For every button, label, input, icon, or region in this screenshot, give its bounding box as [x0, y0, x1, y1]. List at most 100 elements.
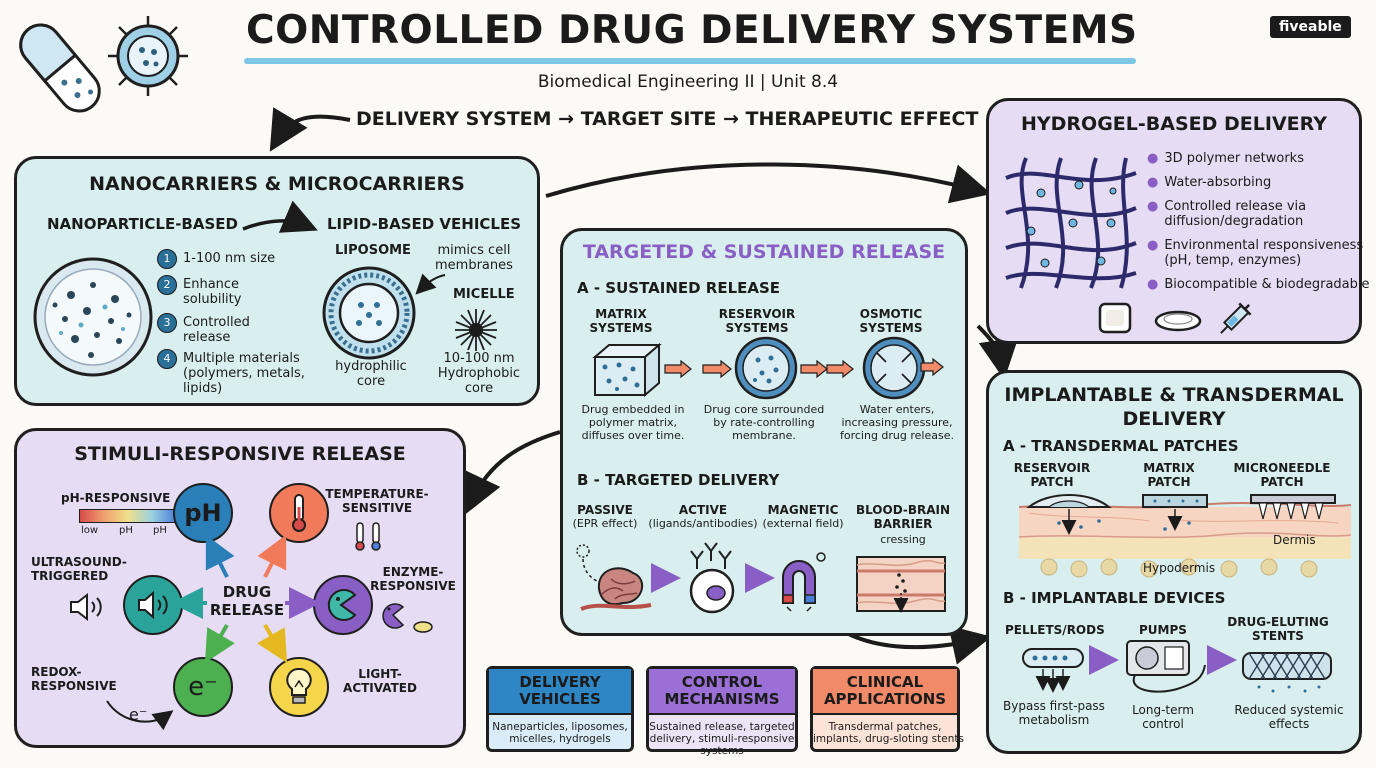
system-reservoir-name: RESERVOIR SYSTEMS: [718, 307, 796, 335]
device-pumps-desc: Long-term control: [1132, 703, 1194, 731]
stimuli-arrows: [171, 534, 321, 663]
liposome-icon: [322, 266, 416, 360]
ph-label: pH-RESPONSIVE: [61, 491, 171, 505]
stimuli-panel: STIMULI-RESPONSIVE RELEASE pH-RESPONSIVE…: [14, 428, 466, 748]
device-stents-name: DRUG-ELUTING STENTS: [1227, 615, 1329, 643]
hydrogel-bullets: ●3D polymer networks ●Water-absorbing ●C…: [1147, 151, 1370, 292]
nano-left-head: NANOPARTICLE-BASED: [47, 215, 238, 233]
polymer-network-icon: [1005, 157, 1137, 289]
release-arrows: [826, 359, 854, 379]
enzyme-badge: [313, 575, 373, 635]
stimuli-title: STIMULI-RESPONSIVE RELEASE: [74, 443, 406, 465]
target-bbb-sub: cressing: [880, 533, 926, 546]
speaker-icon: [138, 590, 168, 620]
redox-badge: e⁻: [173, 657, 233, 717]
nano-item-text: Multiple materials (polymers, metals, li…: [183, 351, 305, 396]
device-pellets-desc: Bypass first-pass metabolism: [1003, 699, 1105, 727]
reservoir-system-icon: [734, 336, 798, 400]
hydrogel-bullet: ●Biocompatible & biodegradable: [1147, 277, 1370, 292]
device-arrow: [1207, 645, 1237, 675]
ph-scale-mid: pH: [119, 525, 133, 536]
pacman-enzyme-icon: [327, 589, 357, 621]
redox-label: REDOX- RESPONSIVE: [31, 665, 117, 693]
pellet-rod-icon: [1022, 648, 1084, 693]
target-bbb-name: BLOOD-BRAIN BARRIER: [855, 503, 951, 531]
nano-item-text: Enhance solubility: [183, 277, 242, 307]
ph-icon-text: pH: [184, 499, 222, 527]
matrix-system-icon: [592, 342, 662, 398]
target-magnetic-sub: (external field): [762, 517, 844, 530]
micelle-icon: [455, 309, 497, 351]
hydrogel-bullet: ●Water-absorbing: [1147, 175, 1272, 190]
transdermal-head: A - TRANSDERMAL PATCHES: [1003, 437, 1239, 455]
page-title: CONTROLLED DRUG DELIVERY SYSTEMS: [246, 8, 1138, 53]
syringe-icon: [1220, 302, 1252, 334]
blood-brain-barrier-icon: [856, 556, 946, 613]
skin-cross-section: [1018, 494, 1352, 578]
legend-title: DELIVERY VEHICLES: [489, 669, 631, 715]
capsule-icon: [19, 23, 101, 113]
legend-body: Sustained release, targeted delivery, st…: [649, 721, 795, 757]
legend-body: Transdermal patches, implants, drug-slot…: [813, 721, 964, 745]
release-arrows: [664, 359, 732, 379]
ph-scale-high: pH: [153, 525, 167, 536]
targeted-title: TARGETED & SUSTAINED RELEASE: [582, 241, 946, 263]
implantable-head: B - IMPLANTABLE DEVICES: [1003, 589, 1226, 607]
target-arrow: [745, 563, 775, 593]
nano-item-number: 4: [157, 349, 177, 369]
liposome-pointer: [415, 273, 446, 295]
system-matrix-desc: Drug embedded in polymer matrix, diffuse…: [581, 403, 685, 442]
thermometer-icon: [292, 494, 306, 532]
device-arrow: [1089, 645, 1119, 675]
system-reservoir-desc: Drug core surrounded by rate-controlling…: [703, 403, 825, 442]
target-active-sub: (ligands/antibodies): [648, 517, 758, 530]
nano-item-text: Controlled release: [183, 315, 250, 345]
patch-reservoir: RESERVOIR PATCH: [1013, 461, 1091, 489]
nano-arrow: [242, 200, 318, 233]
micelle-label: MICELLE: [453, 287, 515, 302]
speaker-small-icon: [70, 592, 102, 622]
device-stents-desc: Reduced systemic effects: [1234, 703, 1344, 731]
drug-release-center: DRUG RELEASE: [209, 583, 285, 619]
target-passive-sub: (EPR effect): [572, 517, 638, 530]
legend-clinical-applications: CLINICAL APPLICATIONS Transdermal patche…: [810, 666, 964, 752]
target-magnetic-name: MAGNETIC: [767, 503, 839, 517]
targeted-head: B - TARGETED DELIVERY: [577, 471, 780, 489]
patch-microneedle: MICRONEEDLE PATCH: [1233, 461, 1331, 489]
pump-icon: [1126, 640, 1206, 693]
thermometer-badge: [269, 483, 329, 543]
device-pumps-name: PUMPS: [1139, 623, 1187, 637]
ph-scale-low: low: [81, 525, 99, 536]
enzyme-small-icon: [382, 603, 433, 633]
nano-item-4: 4 Multiple materials (polymers, metals, …: [157, 349, 305, 396]
redox-icon-text: e⁻: [188, 672, 218, 702]
implant-panel: IMPLANTABLE & TRANSDERMAL DELIVERY A - T…: [986, 370, 1362, 754]
hydrogel-title: HYDROGEL-BASED DELIVERY: [1021, 113, 1327, 135]
nano-item-3: 3 Controlled release: [157, 313, 250, 345]
system-osmotic-name: OSMOTIC SYSTEMS: [859, 307, 923, 335]
nano-item-number: 1: [157, 249, 177, 269]
thermometer-small-icon: [355, 522, 381, 551]
hydrogel-bullet: ●Controlled release via diffusion/degrad…: [1147, 199, 1307, 229]
nano-item-1: 1 1-100 nm size: [157, 249, 275, 269]
legend-title: CONTROL MECHANISMS: [649, 669, 795, 715]
dermis-label: Dermis: [1273, 533, 1316, 547]
nano-item-2: 2 Enhance solubility: [157, 275, 241, 307]
hydrogel-bullet: ●Environmental responsiveness (pH, temp,…: [1147, 238, 1364, 268]
target-active-name: ACTIVE: [678, 503, 728, 517]
nano-item-number: 3: [157, 313, 177, 333]
liposome-core-label: hydrophilic core: [335, 359, 407, 389]
brand-logo: fiveable: [1270, 16, 1351, 38]
hydrogel-pad-icon: [1098, 302, 1132, 334]
implant-title: IMPLANTABLE & TRANSDERMAL DELIVERY: [1004, 384, 1344, 430]
release-arrows: [800, 359, 828, 379]
magnet-icon: [782, 552, 826, 612]
nano-item-text: 1-100 nm size: [183, 251, 276, 266]
liposome-label: LIPOSOME: [335, 243, 411, 258]
system-osmotic-desc: Water enters, increasing pressure, forci…: [839, 403, 954, 442]
tumor-icon: [576, 544, 652, 611]
target-arrow: [651, 563, 681, 593]
nanoparticle-icon: [33, 257, 153, 377]
hypodermis-label: Hypodermis: [1143, 561, 1216, 575]
enzyme-label: ENZYME- RESPONSIVE: [370, 565, 456, 593]
